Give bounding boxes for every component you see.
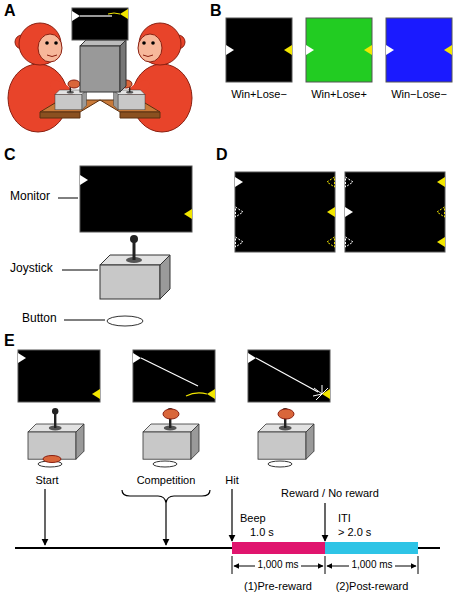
panel-letter: D <box>216 146 228 164</box>
event-label: Start <box>35 474 58 487</box>
part-label: Joystick <box>10 262 53 276</box>
event-label: Reward / No reward <box>281 487 379 500</box>
part-label: Button <box>22 312 57 326</box>
condition-label: Win−Lose− <box>391 88 447 101</box>
event-label: Competition <box>137 474 196 487</box>
panel-letter: B <box>210 2 222 20</box>
monkey-scene <box>8 8 192 132</box>
timeline <box>15 489 440 574</box>
epoch-label: (2)Post-reward <box>336 580 409 593</box>
panel-letter: A <box>4 2 16 20</box>
dimension-label: 1,000 ms <box>349 559 394 571</box>
dimension-label: 1,000 ms <box>255 559 300 571</box>
apparatus <box>58 166 192 326</box>
condition-label: Win+Lose− <box>231 88 287 101</box>
condition-label: Win+Lose+ <box>311 88 367 101</box>
panel-letter: C <box>4 146 16 164</box>
epoch-label: (1)Pre-reward <box>244 580 312 593</box>
part-label: Monitor <box>10 190 50 204</box>
panel-letter: E <box>4 332 15 350</box>
duration-label: > 2.0 s <box>338 526 371 539</box>
trial-screens <box>18 350 330 467</box>
target-positions <box>235 172 445 252</box>
duration-label: 1.0 s <box>250 526 274 539</box>
period-label: ITI <box>338 512 351 525</box>
event-label: Hit <box>225 474 238 487</box>
condition-screens <box>226 18 452 82</box>
period-label: Beep <box>240 512 266 525</box>
